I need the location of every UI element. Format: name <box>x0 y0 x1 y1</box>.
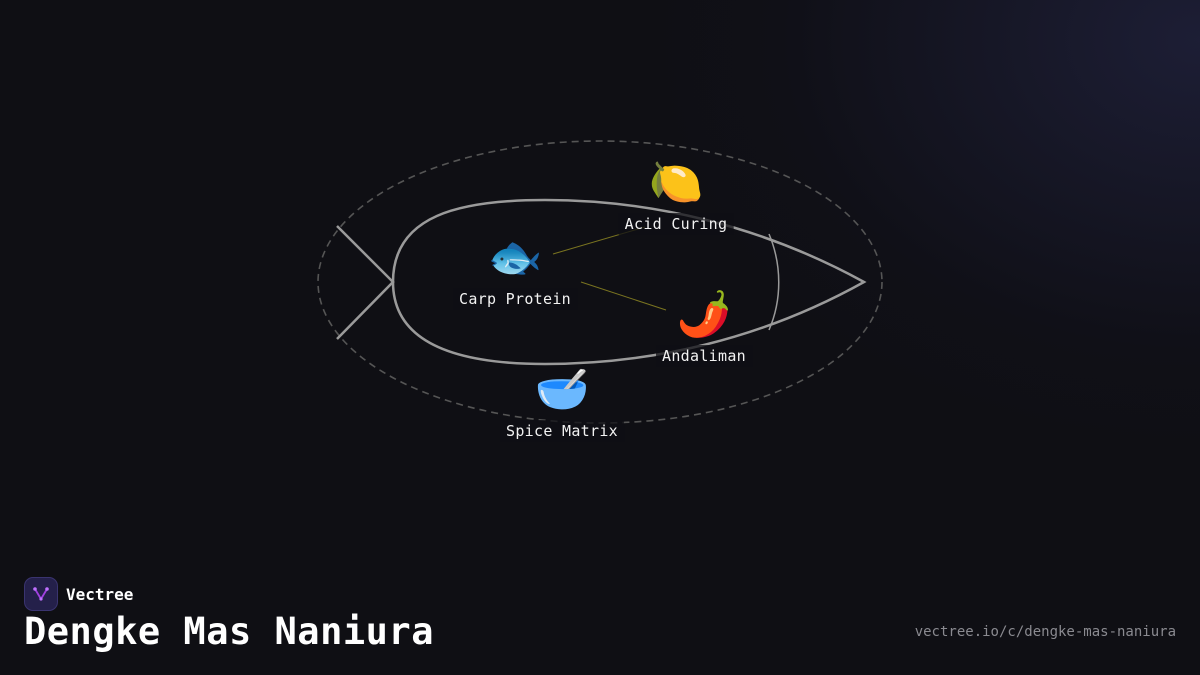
node-acid-curing[interactable]: 🍋 Acid Curing <box>618 157 734 235</box>
node-andaliman[interactable]: 🌶️ Andaliman <box>656 289 752 367</box>
brand-name: Vectree <box>66 584 134 604</box>
node-label: Acid Curing <box>618 213 734 235</box>
brand[interactable]: Vectree <box>24 577 133 611</box>
node-spice-matrix[interactable]: 🥣 Spice Matrix <box>500 364 624 442</box>
node-label: Carp Protein <box>453 288 577 310</box>
fish-icon: 🐟 <box>487 232 543 283</box>
vectree-logo-icon <box>24 577 58 611</box>
node-label: Andaliman <box>656 345 752 367</box>
connector-carp-to-andaliman <box>580 281 667 311</box>
page-title: Dengke Mas Naniura <box>24 610 434 653</box>
node-label: Spice Matrix <box>500 420 624 442</box>
chili-pepper-icon: 🌶️ <box>676 289 732 340</box>
page-url-link[interactable]: vectree.io/c/dengke-mas-naniura <box>914 624 1176 640</box>
node-carp-protein[interactable]: 🐟 Carp Protein <box>453 232 577 310</box>
fish-body-outline <box>391 198 867 366</box>
lemon-icon: 🍋 <box>648 157 704 208</box>
fish-tail <box>336 225 395 340</box>
bowl-with-spoon-icon: 🥣 <box>534 364 590 415</box>
fish-gill-line <box>768 233 780 331</box>
